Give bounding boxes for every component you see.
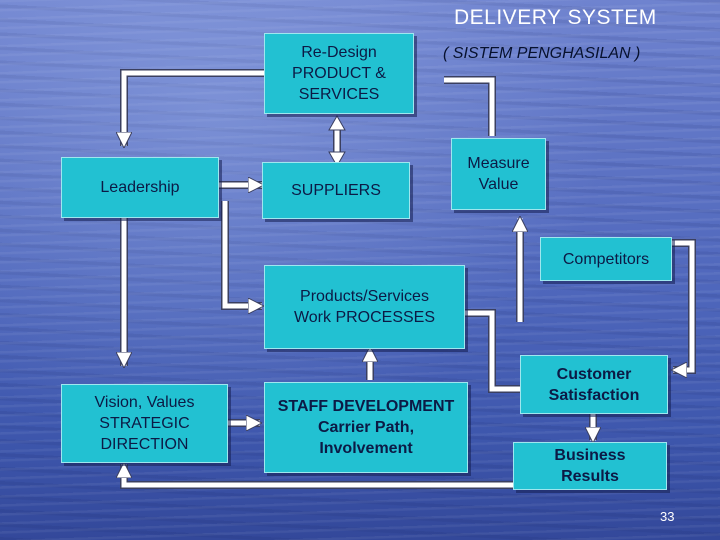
page-number: 33 <box>660 509 675 524</box>
products-processes-box: Products/Services Work PROCESSES <box>264 265 465 349</box>
arrow-redesign-to-leadership <box>120 69 264 146</box>
staff-development-box: STAFF DEVELOPMENT Carrier Path, Involvem… <box>264 382 468 473</box>
redesign-box: Re-Design PRODUCT & SERVICES <box>264 33 414 114</box>
suppliers-box: SUPPLIERS <box>262 162 410 219</box>
arrow-subtitle-to-measure <box>444 76 496 136</box>
customer-satisfaction-box: Customer Satisfaction <box>520 355 668 414</box>
vision-box: Vision, Values STRATEGIC DIRECTION <box>61 384 228 463</box>
diagram-title: DELIVERY SYSTEM <box>454 6 657 29</box>
measure-value-box: Measure Value <box>451 138 546 210</box>
arrow-competitors-to-customer <box>672 239 696 374</box>
leadership-box: Leadership <box>61 157 219 218</box>
diagram-subtitle: ( SISTEM PENGHASILAN ) <box>443 45 641 62</box>
competitors-box: Competitors <box>540 237 672 281</box>
business-results-box: Business Results <box>513 442 667 490</box>
arrow-suppliers-to-processes <box>221 201 262 310</box>
